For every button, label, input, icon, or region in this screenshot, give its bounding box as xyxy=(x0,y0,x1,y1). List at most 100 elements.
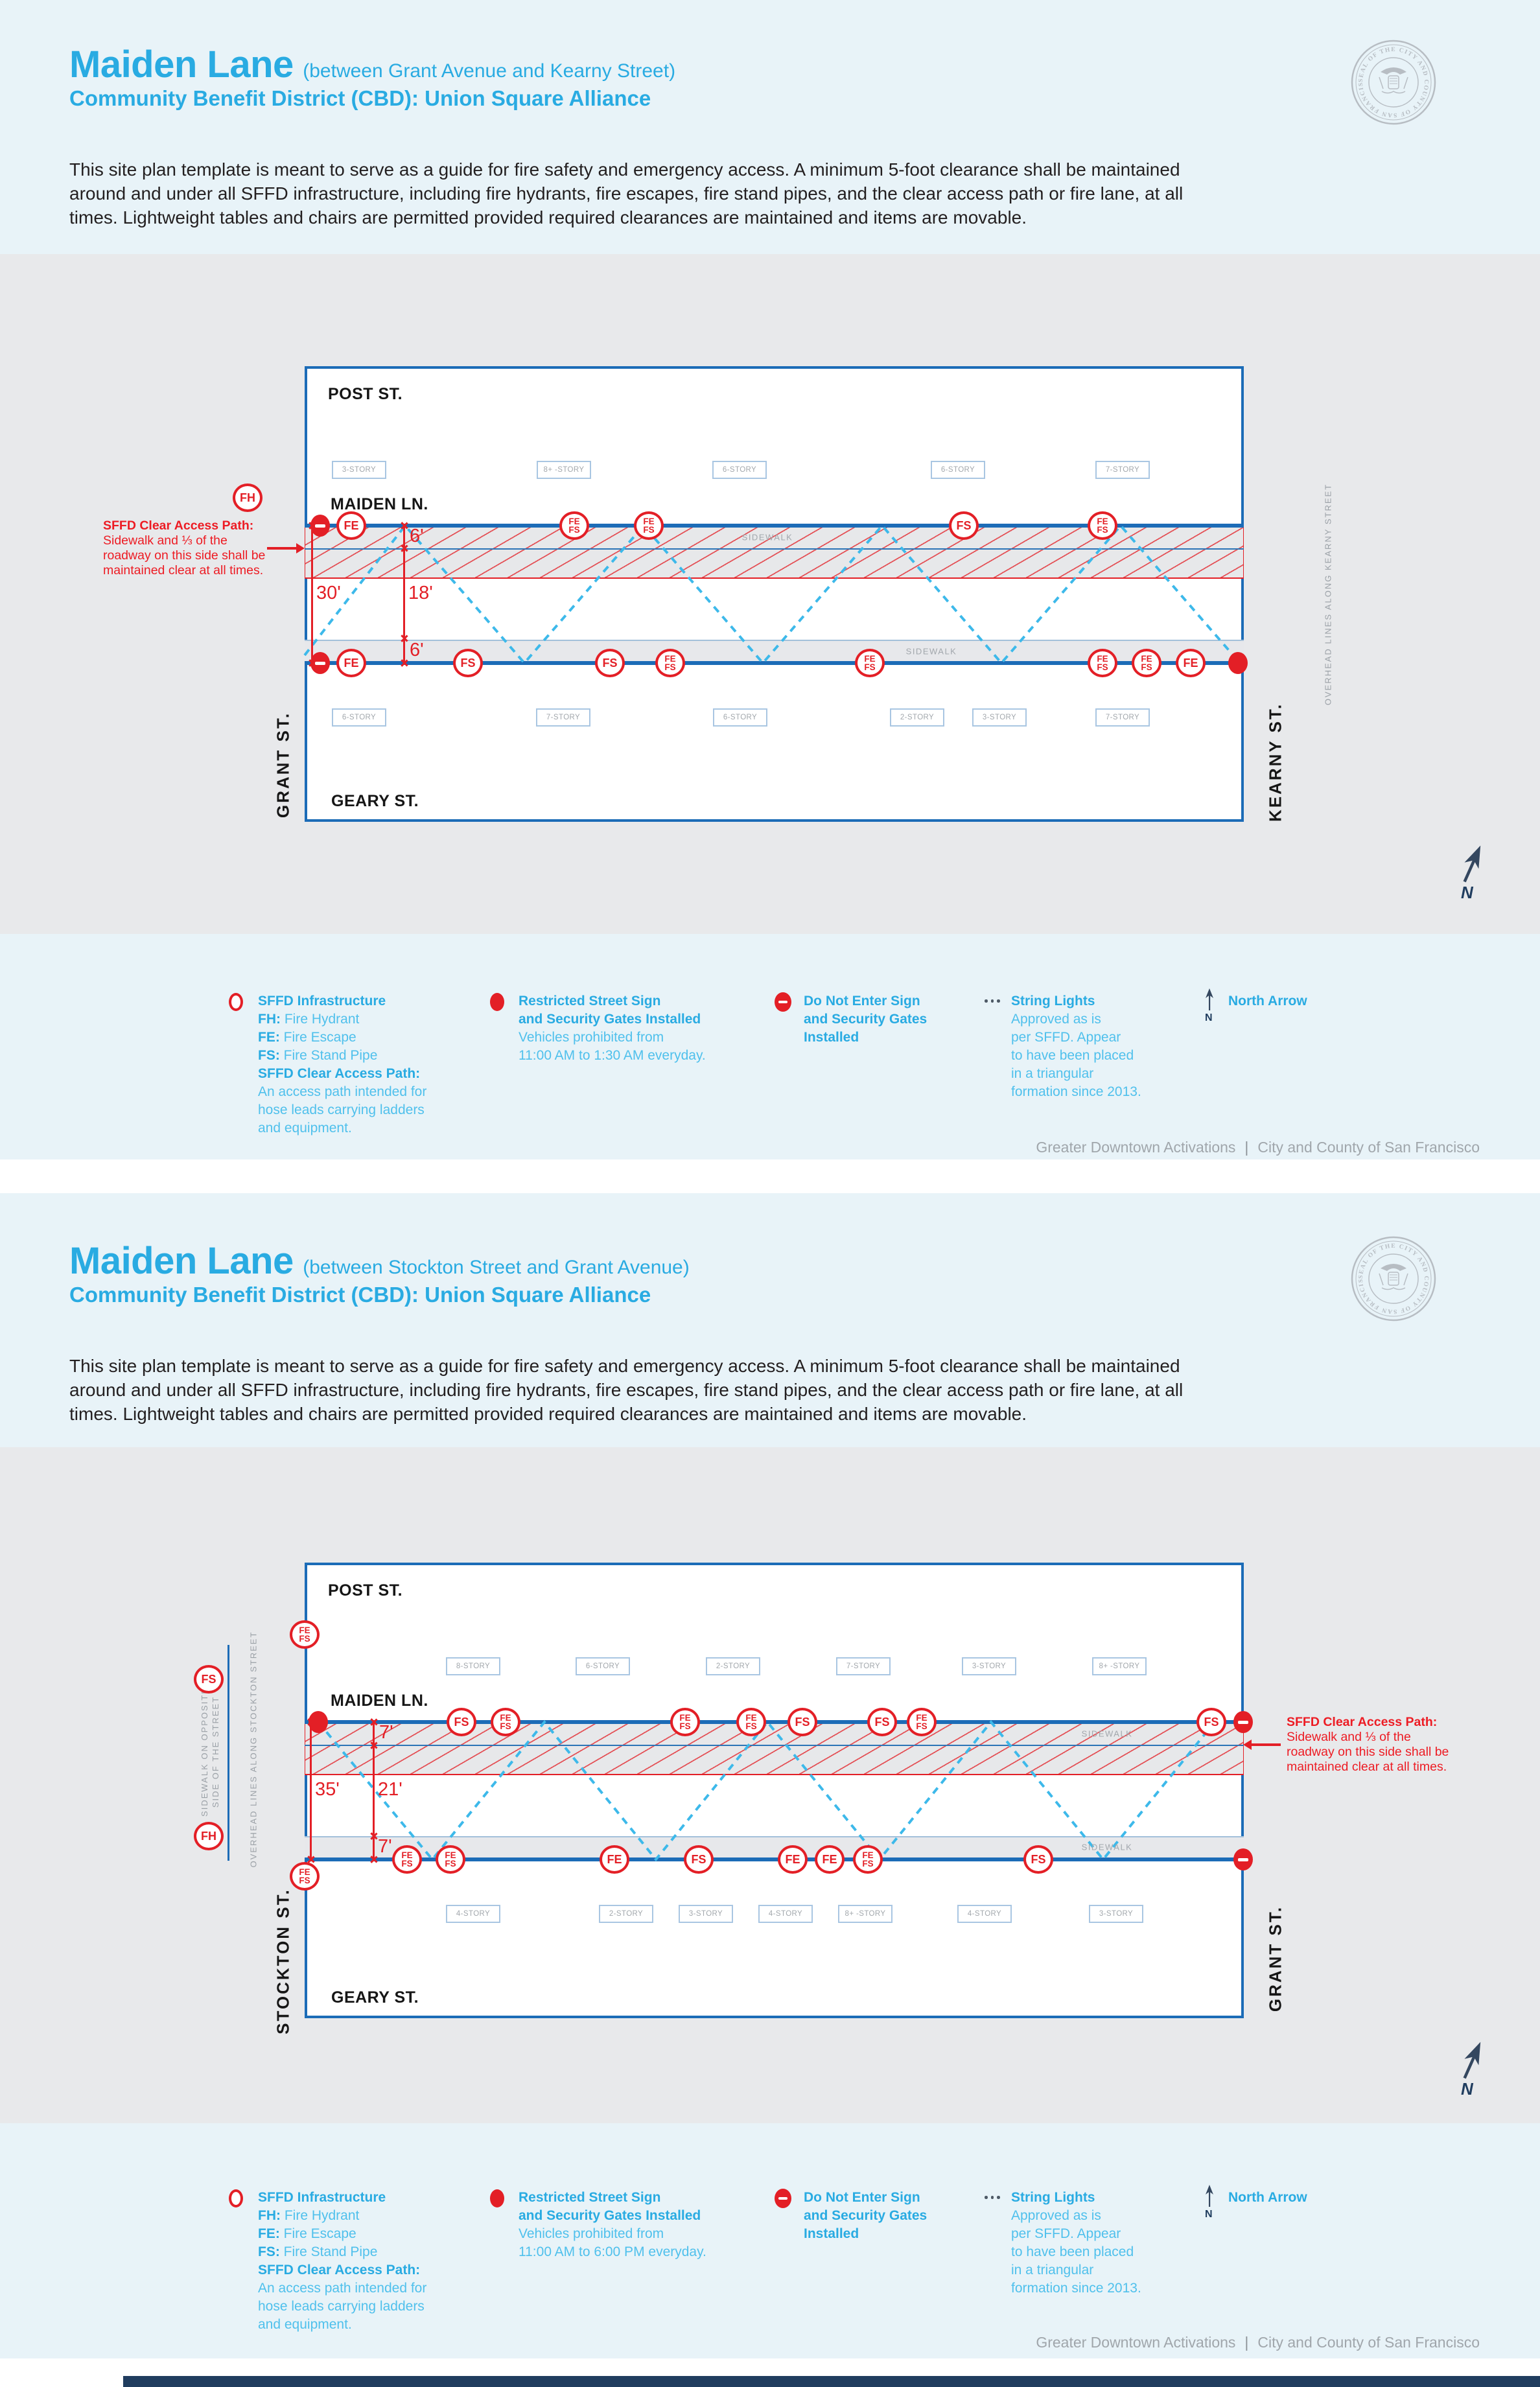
building-label: 3-STORY xyxy=(679,1905,733,1923)
footer-city-name: City and County of San Francisco xyxy=(1257,1139,1480,1156)
legend-line: Restricted Street Sign xyxy=(519,992,706,1010)
legend-text: FE: xyxy=(258,2226,284,2241)
string-lights-icon xyxy=(985,999,1000,1003)
panel-2-legend-background xyxy=(0,2123,1540,2358)
legend-line: 11:00 AM to 6:00 PM everyday. xyxy=(519,2243,706,2261)
marker-fh: FH xyxy=(233,483,262,512)
street-label-top: POST ST. xyxy=(328,1581,403,1600)
legend-text: to have been placed xyxy=(1011,2244,1134,2259)
dimension-label: 6' xyxy=(410,640,424,660)
street-label-right: KEARNY ST. xyxy=(1265,702,1285,822)
north-arrow-legend-icon: N xyxy=(1205,988,1213,1022)
legend-text: North Arrow xyxy=(1228,994,1307,1008)
panel-1-footer: Greater Downtown Activations|City and Co… xyxy=(1036,1139,1480,1156)
legend-text: SFFD Clear Access Path: xyxy=(258,1066,421,1081)
svg-text:N: N xyxy=(1461,2079,1474,2097)
dimension-tick xyxy=(369,1856,378,1864)
street-label-lane: MAIDEN LN. xyxy=(331,1692,428,1710)
dimension-label: 18' xyxy=(408,583,433,603)
dimension-tick xyxy=(369,1832,378,1841)
street-label-bottom: GEARY ST. xyxy=(331,1988,419,2007)
legend-text: and Security Gates xyxy=(804,2208,928,2223)
panel-2-description: This site plan template is meant to serv… xyxy=(69,1354,1385,1426)
marker-label: FE xyxy=(299,1625,310,1635)
legend-text: String Lights xyxy=(1011,2190,1095,2205)
legend-line: in a triangular xyxy=(1011,2261,1141,2279)
legend-line: Restricted Street Sign xyxy=(519,2189,706,2207)
sffd-infrastructure-icon xyxy=(229,2189,243,2207)
street-label-left: GRANT ST. xyxy=(273,711,293,819)
legend-line: SFFD Clear Access Path: xyxy=(258,1065,426,1083)
legend-line: FS: Fire Stand Pipe xyxy=(258,2243,426,2261)
legend-text: Fire Stand Pipe xyxy=(283,1048,378,1063)
roadway-edge-line xyxy=(305,1745,1244,1746)
building-label: 2-STORY xyxy=(890,708,944,727)
panel-2-subtitle: Community Benefit District (CBD): Union … xyxy=(69,1283,651,1307)
marker-label: FS xyxy=(664,662,676,672)
marker-fs: FS xyxy=(684,1845,714,1874)
legend-text: FE: xyxy=(258,1030,284,1045)
dimension-tick xyxy=(400,544,408,553)
city-block-outline xyxy=(305,366,1244,822)
sidewalk-label: SIDEWALK xyxy=(905,646,957,657)
do-not-enter-icon xyxy=(310,652,330,674)
legend-text: 11:00 AM to 6:00 PM everyday. xyxy=(519,2244,706,2259)
note-title: SFFD Clear Access Path: xyxy=(103,518,254,533)
legend-text: and equipment. xyxy=(258,2317,352,2332)
panel-2-title-row: Maiden Lane (between Stockton Street and… xyxy=(69,1239,690,1283)
note-line: Sidewalk and ⅓ of the xyxy=(1287,1730,1411,1744)
description-line: around and under all SFFD infrastructure… xyxy=(69,183,1184,204)
legend-line: to have been placed xyxy=(1011,1047,1141,1065)
restricted-street-sign-icon xyxy=(309,1711,328,1733)
building-label: 8+ -STORY xyxy=(838,1905,892,1923)
do-not-enter-icon xyxy=(775,992,791,1012)
legend-text: per SFFD. Appear xyxy=(1011,2226,1121,2241)
building-label: 6-STORY xyxy=(332,708,386,727)
legend-column: North Arrow xyxy=(1228,992,1307,1010)
marker-label: FS xyxy=(299,1634,310,1644)
legend-line: and Security Gates xyxy=(804,2207,927,2225)
legend-text: Fire Hydrant xyxy=(284,1012,360,1027)
building-label: 8+ -STORY xyxy=(1092,1657,1147,1675)
marker-label: FE xyxy=(1097,516,1108,526)
legend-text: to have been placed xyxy=(1011,1048,1134,1063)
marker-fe: FE xyxy=(336,511,366,540)
marker-label: FS xyxy=(916,1721,928,1731)
overhead-lines-annotation: OVERHEAD LINES ALONG KEARNY STREET xyxy=(1323,483,1333,706)
city-block-outline xyxy=(305,1563,1244,2018)
marker-label: FS xyxy=(299,1876,310,1885)
legend-text: SFFD Clear Access Path: xyxy=(258,2263,421,2277)
dimension-tick xyxy=(400,522,408,530)
clear-access-path-note: SFFD Clear Access Path:Sidewalk and ⅓ of… xyxy=(103,518,265,578)
footer-city-name: City and County of San Francisco xyxy=(1257,2334,1480,2351)
legend-text: An access path intended for xyxy=(258,1084,427,1099)
legend-text: FH: xyxy=(258,2208,285,2223)
building-label: 3-STORY xyxy=(332,461,386,479)
legend-line: per SFFD. Appear xyxy=(1011,1029,1141,1047)
do-not-enter-icon xyxy=(775,2189,791,2208)
sffd-infrastructure-icon xyxy=(229,993,243,1011)
sidewalk-label: SIDEWALK xyxy=(1081,1842,1133,1852)
street-label-right: GRANT ST. xyxy=(1265,1905,1285,2012)
marker-fe: FE xyxy=(1176,649,1206,677)
marker-fs: FS xyxy=(194,1665,224,1694)
footer-program-name: Greater Downtown Activations xyxy=(1036,1139,1236,1156)
panel-1-header-background xyxy=(0,0,1540,254)
legend-line: String Lights xyxy=(1011,992,1141,1010)
legend-text: FS: xyxy=(258,1048,284,1063)
legend-text: String Lights xyxy=(1011,994,1095,1008)
marker-label: FS xyxy=(679,1721,691,1731)
legend-line: Approved as is xyxy=(1011,1010,1141,1029)
dimension-tick xyxy=(369,1741,378,1750)
dimension-label: 7' xyxy=(379,1722,393,1743)
marker-fs: FS xyxy=(1196,1708,1226,1736)
marker-label: FE xyxy=(916,1712,928,1723)
marker-label: FE xyxy=(445,1850,456,1860)
